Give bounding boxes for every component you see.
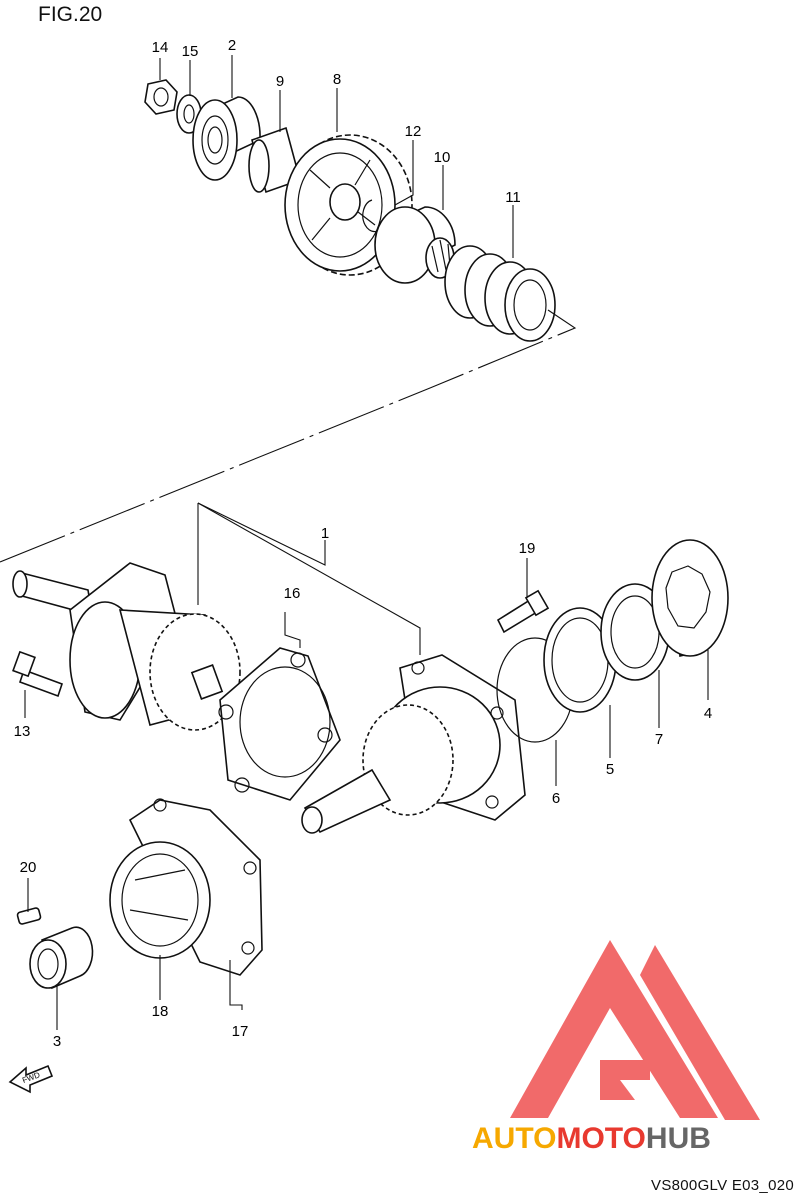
part-19-bolt	[496, 589, 550, 634]
callout: 8	[333, 71, 341, 88]
part-1-housing	[12, 562, 241, 731]
fwd-arrow-icon: FWD	[8, 1064, 54, 1094]
part-20-pin	[16, 907, 42, 925]
callout: 20	[20, 859, 37, 876]
callout: 14	[152, 39, 169, 56]
callout: 11	[505, 189, 521, 206]
part-14-nut	[144, 79, 178, 115]
callout: 10	[434, 149, 451, 166]
part-9-sleeve	[248, 126, 301, 194]
callout: 2	[228, 37, 236, 54]
callout: 7	[655, 731, 663, 748]
part-13-bolt	[12, 650, 64, 698]
callout: 19	[519, 540, 536, 557]
callout: 9	[276, 73, 284, 90]
part-4-sleeve	[651, 539, 729, 657]
callout: 13	[14, 723, 31, 740]
automotohub-logo	[510, 940, 760, 1120]
callout-labels: 14 15 2 9 8 12 10 11 1 16 19 13 4 7 5 6 …	[14, 37, 713, 1050]
callout: 18	[152, 1003, 169, 1020]
callout: 5	[606, 761, 614, 778]
part-18-gasket	[109, 841, 211, 959]
callout: 1	[321, 525, 329, 542]
part-16-gasket	[218, 647, 341, 801]
part-drive-pinion	[301, 654, 526, 834]
callout: 4	[704, 705, 712, 722]
callout: 12	[405, 123, 422, 140]
figure-code: VS800GLV E03_020	[651, 1177, 794, 1194]
callout: 15	[182, 43, 199, 60]
part-2-bearing	[192, 96, 261, 181]
callout: 16	[284, 585, 301, 602]
part-3-bearing	[29, 926, 94, 990]
part-15-washer	[176, 94, 202, 134]
figure-title: FIG.20	[38, 3, 103, 26]
part-11-spring	[444, 245, 556, 342]
callout: 3	[53, 1033, 61, 1050]
watermark-text: AUTOMOTOHUB	[472, 1122, 711, 1155]
callout: 17	[232, 1023, 249, 1040]
callout: 6	[552, 790, 560, 807]
part-10-hub	[374, 206, 456, 284]
